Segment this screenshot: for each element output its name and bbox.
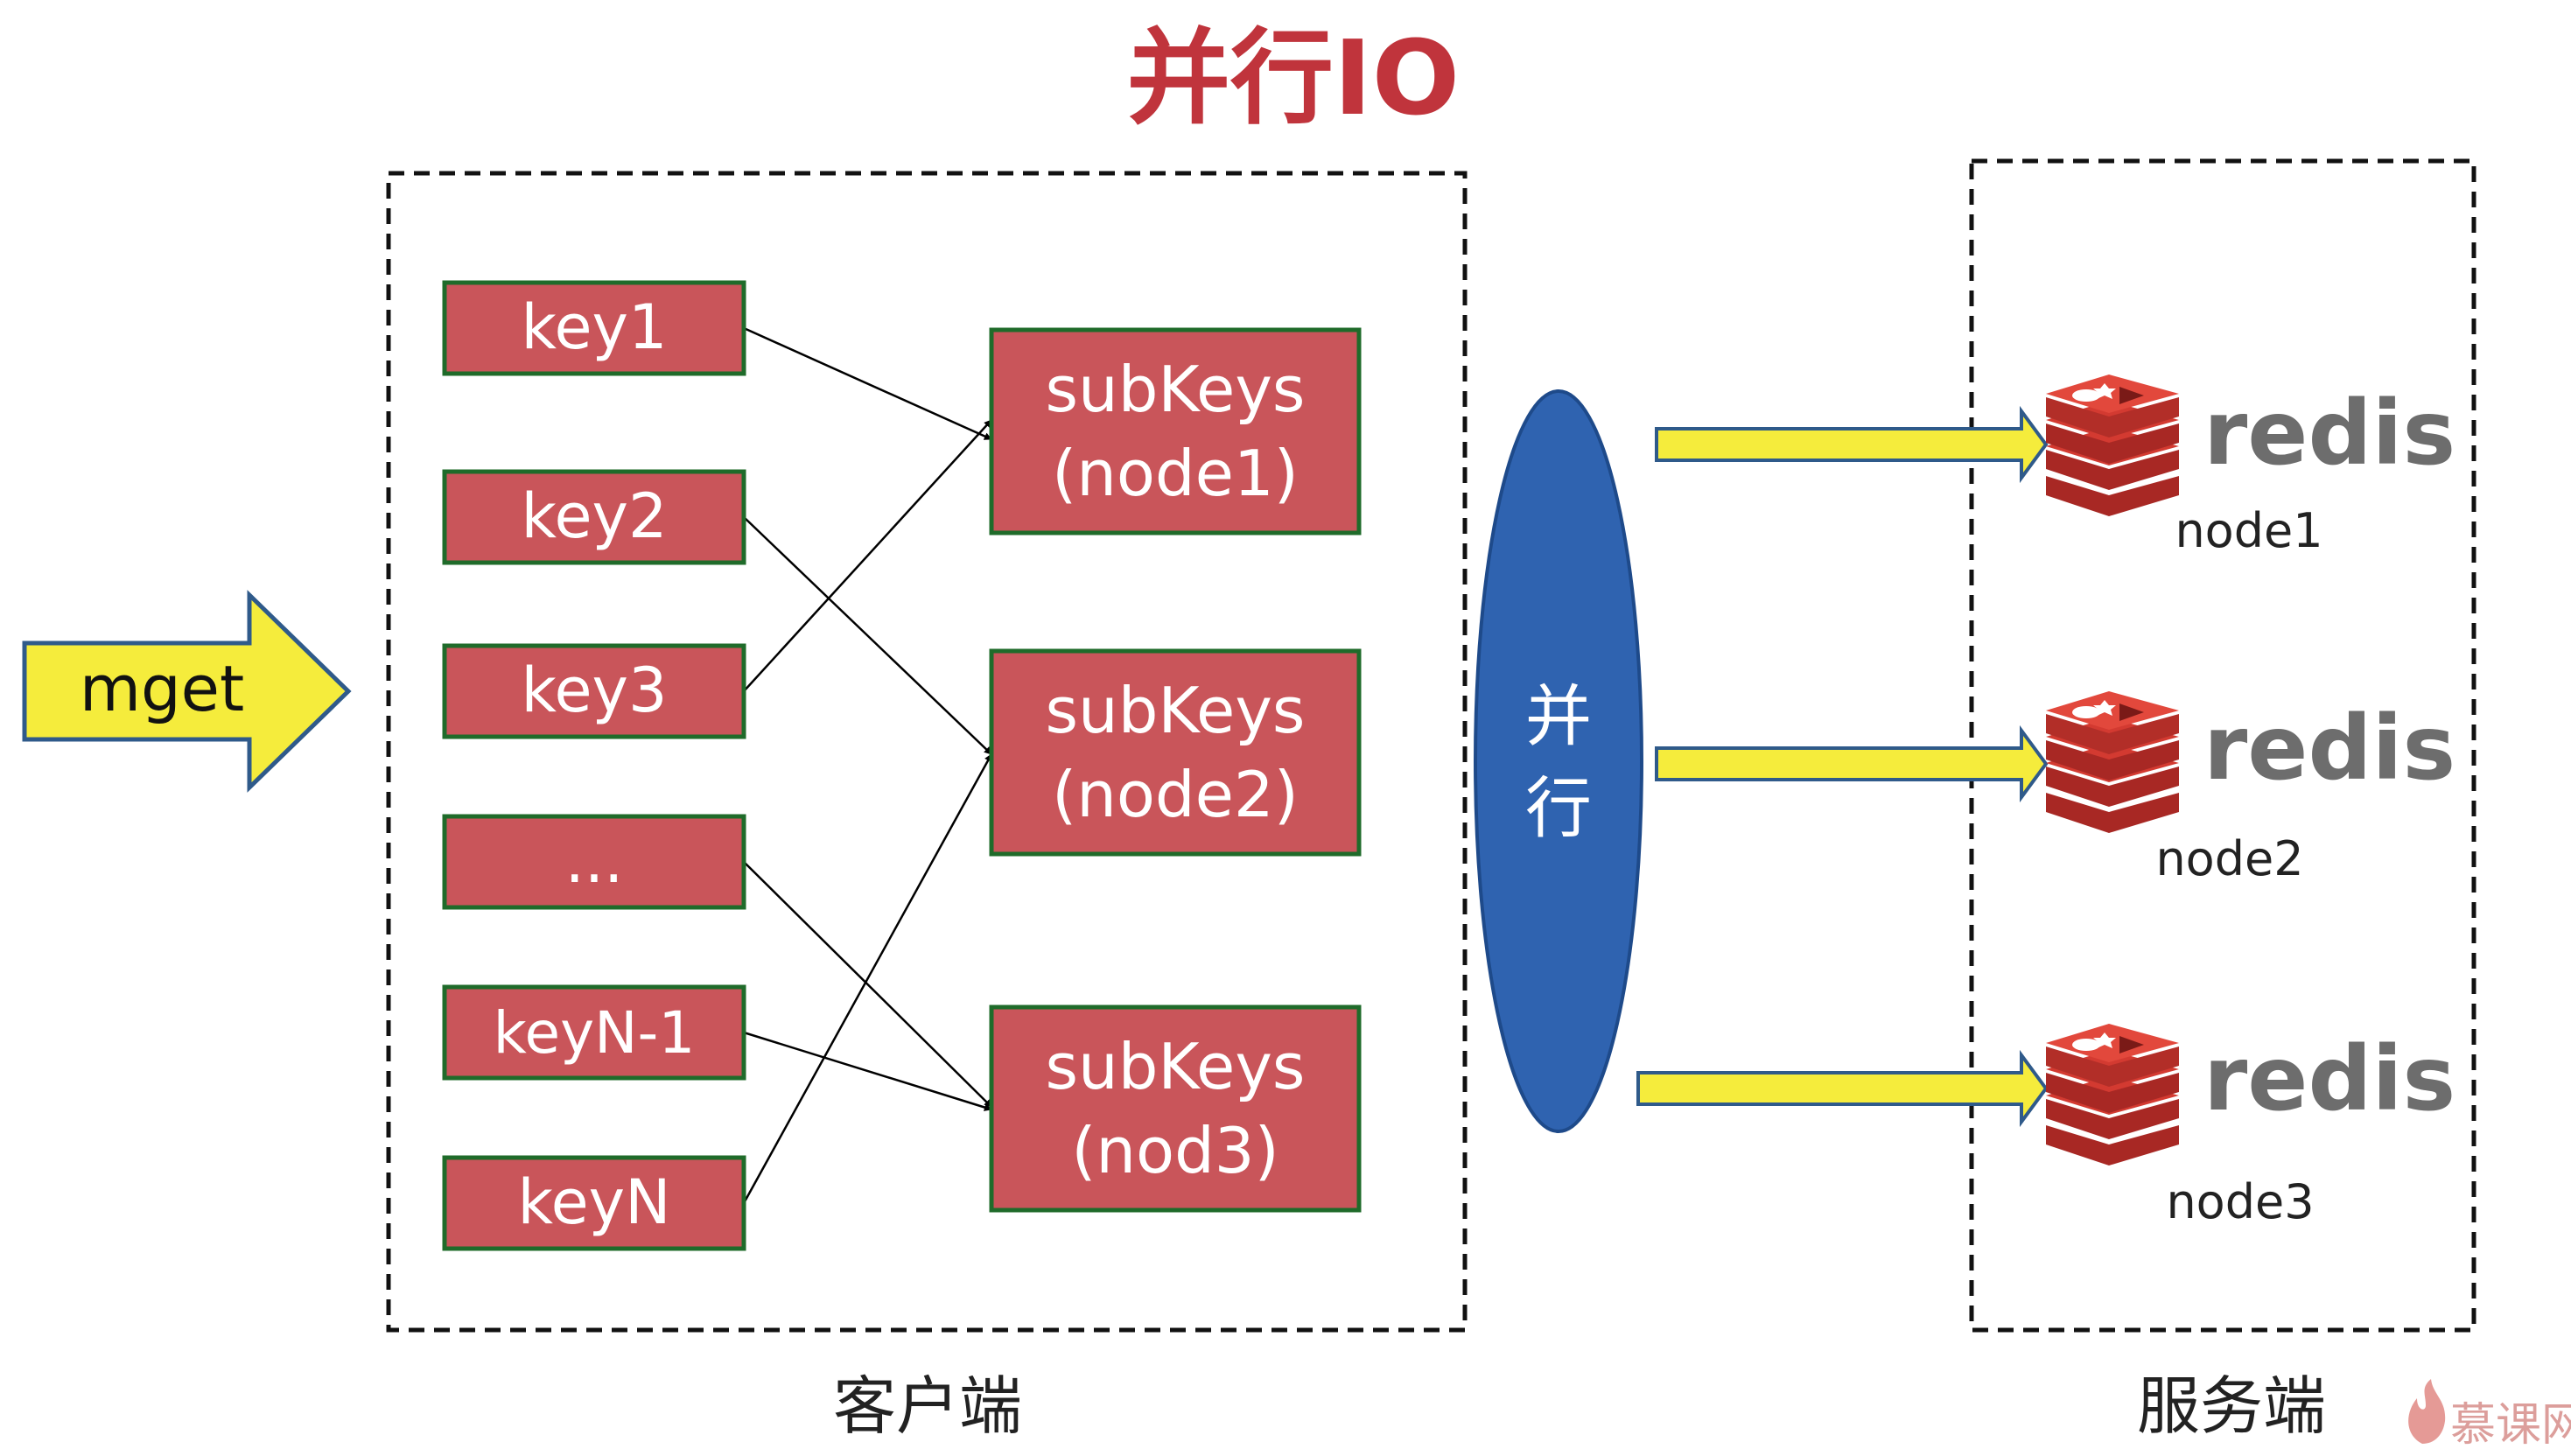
key-label: key3 — [521, 654, 667, 726]
subkeys-line1: subKeys — [1046, 1030, 1306, 1103]
subkeys-line1: subKeys — [1046, 353, 1306, 426]
mapping-line-keyN — [742, 753, 993, 1204]
key-box: keyN-1 — [442, 984, 746, 1081]
io-arrow-node1 — [1655, 405, 2049, 484]
subkeys-box: subKeys (nod3) — [989, 1004, 1362, 1213]
key-box: key1 — [442, 280, 746, 376]
parallel-char-2: 行 — [1525, 769, 1592, 847]
redis-logo-icon — [2046, 691, 2179, 833]
server-label: 服务端 — [2137, 1369, 2326, 1443]
mapping-line-ellipsis — [743, 861, 992, 1108]
parallel-char-1: 并 — [1525, 677, 1592, 755]
redis-brand: redis — [2203, 696, 2455, 801]
node-name: node1 — [2175, 503, 2322, 558]
redis-node: redis node3 — [2046, 1024, 2455, 1229]
client-frame — [386, 171, 1468, 1333]
subkeys-line1: subKeys — [1046, 674, 1306, 747]
mapping-line-key3 — [743, 419, 992, 692]
io-arrows — [1636, 405, 2049, 1128]
key-label: ... — [565, 825, 624, 897]
watermark-text: 慕课网 — [2450, 1399, 2571, 1452]
client-label: 客户端 — [833, 1369, 1022, 1443]
key-list: key1 key2 key3 ... keyN-1 keyN — [442, 280, 746, 1251]
subkeys-line2: (nod3) — [1071, 1114, 1278, 1187]
key-label: keyN-1 — [494, 999, 696, 1067]
redis-logo-icon — [2046, 1024, 2179, 1166]
mapping-lines — [742, 326, 993, 1204]
mget-label: mget — [80, 652, 244, 725]
mapping-line-key1 — [743, 326, 992, 441]
subkeys-box: subKeys (node1) — [989, 327, 1362, 536]
key-label: key1 — [521, 291, 667, 363]
redis-logo-icon — [2046, 374, 2179, 516]
subkeys-line2: (node1) — [1052, 437, 1299, 510]
key-label: keyN — [518, 1166, 671, 1238]
key-label: key2 — [521, 480, 667, 552]
redis-brand: redis — [2203, 1027, 2455, 1131]
mapping-line-keyN-1 — [743, 1031, 992, 1111]
mapping-line-key2 — [743, 516, 992, 755]
key-box: key3 — [442, 643, 746, 739]
subkeys-line2: (node2) — [1052, 758, 1299, 831]
redis-brand: redis — [2203, 382, 2455, 486]
flame-icon — [2408, 1379, 2446, 1444]
node-name: node2 — [2155, 831, 2303, 886]
subkeys-box: subKeys (node2) — [989, 648, 1362, 857]
key-box: ... — [442, 814, 746, 910]
redis-node: redis node2 — [2046, 691, 2455, 886]
watermark: 慕课网 — [2408, 1379, 2571, 1452]
subkeys-list: subKeys (node1) subKeys (node2) subKeys … — [989, 327, 1362, 1213]
node-name: node3 — [2166, 1174, 2314, 1229]
key-box: keyN — [442, 1155, 746, 1251]
mget-arrow: mget — [22, 590, 352, 793]
io-arrow-node3 — [1636, 1049, 2049, 1128]
page-title: 并行IO — [1127, 18, 1460, 138]
redis-node: redis node1 — [2046, 374, 2455, 558]
parallel-ellipse: 并 行 — [1474, 389, 1643, 1133]
key-box: key2 — [442, 469, 746, 565]
io-arrow-node2 — [1655, 724, 2049, 803]
